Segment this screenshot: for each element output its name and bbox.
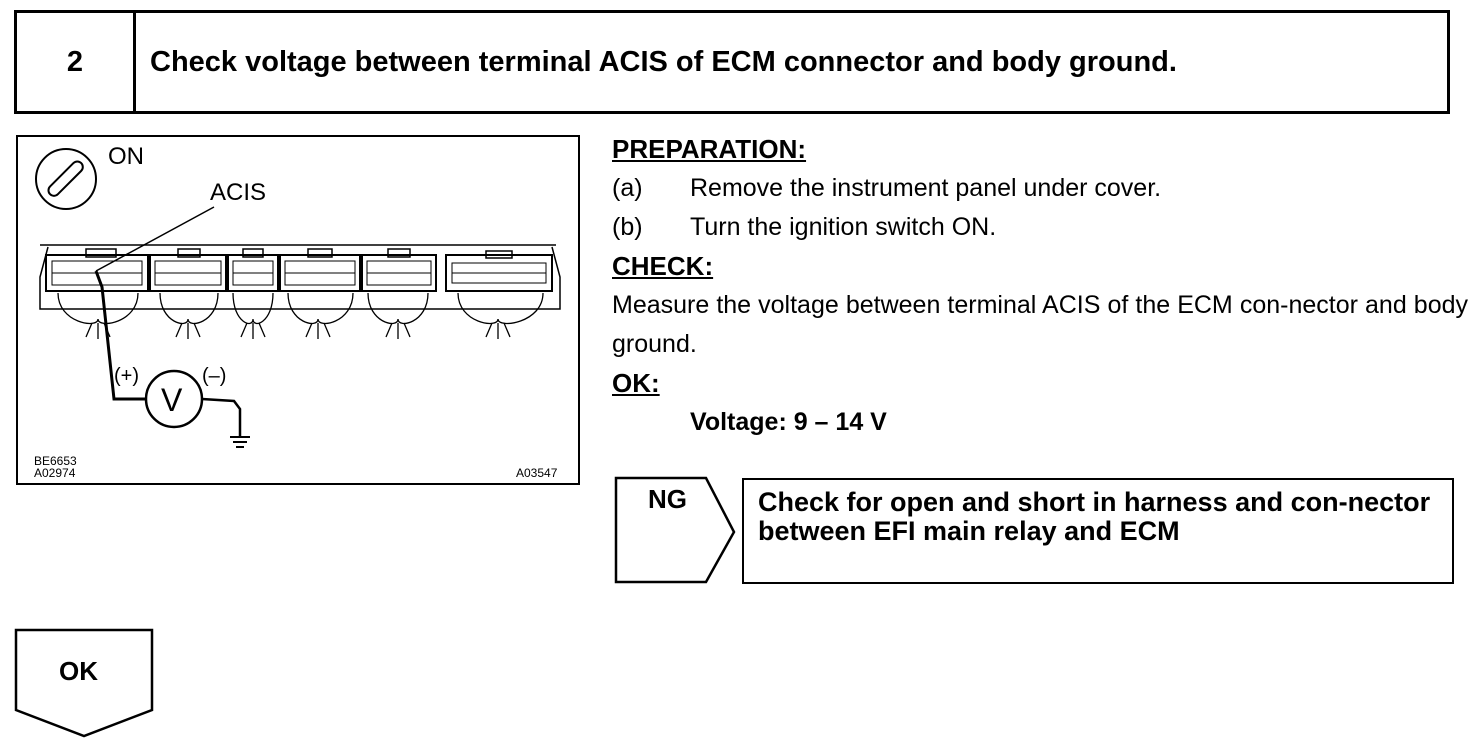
ok-label: OK [59, 656, 98, 686]
switch-label: ON [108, 143, 144, 170]
negative-lead [201, 397, 242, 437]
step-title: Check voltage between terminal ACIS of E… [150, 45, 1177, 78]
check-heading: CHECK: [612, 251, 714, 281]
ignition-key-icon [35, 148, 97, 210]
figure-code-2: A02974 [34, 466, 76, 480]
item-text: Remove the instrument panel under cover. [690, 174, 1162, 202]
connector-diagram: ON ACIS (+) (–) V BE6653 A02974 A03547 [16, 135, 580, 485]
check-text: Measure the voltage between terminal ACI… [612, 291, 1468, 358]
ok-heading: OK: [612, 368, 660, 398]
diagram-drawing [35, 148, 561, 448]
figure-id: A03547 [516, 466, 558, 480]
plus-label: (+) [114, 365, 139, 387]
step-number: 2 [17, 13, 136, 111]
acis-leader [95, 206, 215, 272]
positive-lead [94, 270, 146, 401]
voltage-spec: Voltage: 9 – 14 V [690, 408, 887, 436]
item-text: Turn the ignition switch ON. [690, 213, 997, 241]
instructions: PREPARATION: (a) Remove the instrument p… [612, 130, 1472, 442]
connector-row [45, 248, 553, 292]
figure-code-1: BE6653 [34, 454, 77, 468]
ok-branch: OK [14, 628, 156, 745]
ok-arrow-icon [14, 628, 154, 738]
item-mark: (a) [612, 174, 643, 202]
acis-label: ACIS [210, 179, 267, 206]
ng-result-box: Check for open and short in harness and … [742, 478, 1454, 584]
ng-arrow-icon [614, 476, 736, 584]
item-mark: (b) [612, 213, 643, 241]
ng-label: NG [648, 484, 687, 514]
preparation-item: (a) Remove the instrument panel under co… [612, 169, 1472, 208]
wire-harness [57, 292, 544, 339]
preparation-heading: PREPARATION: [612, 134, 807, 164]
step-header: 2 Check voltage between terminal ACIS of… [14, 10, 1450, 114]
ecm-housing [39, 244, 561, 310]
meter-symbol: V [161, 382, 183, 418]
preparation-item: (b) Turn the ignition switch ON. [612, 208, 1472, 247]
ground-symbol-icon [230, 436, 250, 448]
minus-label: (–) [202, 365, 227, 387]
